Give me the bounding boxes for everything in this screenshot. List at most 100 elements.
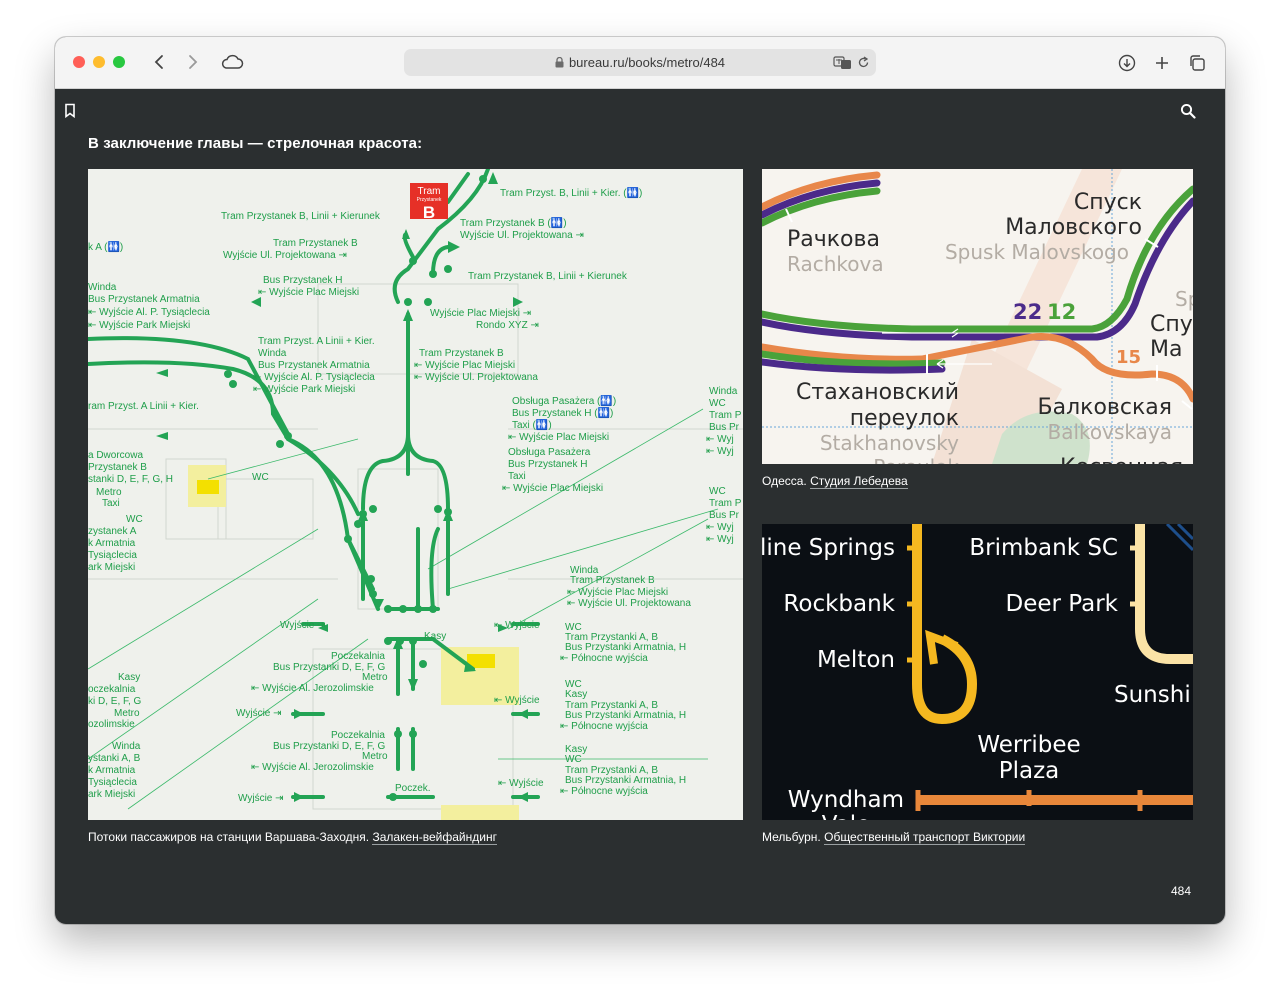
- odessa-caption: Одесса. Студия Лебедева: [762, 474, 908, 489]
- warsaw-label: WC: [709, 486, 726, 497]
- address-bar[interactable]: bureau.ru/books/metro/484: [404, 49, 876, 76]
- warsaw-label: k A (🚻): [88, 240, 123, 253]
- warsaw-label: ⇤ Wyjście Plac Miejski: [567, 587, 668, 598]
- warsaw-label: Winda: [88, 282, 117, 293]
- warsaw-label: Bus Przystanek H (🚻): [512, 406, 613, 419]
- warsaw-label: Poczekalnia: [331, 730, 385, 741]
- warsaw-label: Poczekalnia: [331, 651, 385, 662]
- warsaw-label: ⇤ Wyjście Al. Jerozolimskie: [251, 762, 374, 773]
- melbourne-station-werribee: Werribee: [977, 732, 1080, 758]
- melbourne-caption-text: Мельбурн.: [762, 830, 825, 844]
- warsaw-label: Bus Przystanek Armatnia: [258, 360, 370, 371]
- melbourne-station-melton: Melton: [817, 647, 895, 673]
- warsaw-label: ⇤ Wyjście Ul. Projektowana: [414, 372, 538, 383]
- melbourne-station-vale: Vale: [822, 812, 871, 820]
- odessa-station-spusk-2: Маловского: [1005, 215, 1142, 240]
- zoom-window-button[interactable]: [113, 56, 125, 68]
- warsaw-label: Tram Przystanek B, Linii + Kierunek: [468, 271, 628, 282]
- warsaw-caption: Потоки пассажиров на станции Варшава-Зах…: [88, 830, 497, 845]
- translate-icon: [832, 55, 851, 69]
- tabs-icon: [1190, 55, 1205, 71]
- warsaw-label: Winda: [112, 741, 141, 752]
- warsaw-label: Tram Przystanek B: [273, 238, 358, 249]
- warsaw-label: Bus Przystanki D, E, F, G: [273, 741, 385, 752]
- translate-button[interactable]: [832, 54, 852, 71]
- warsaw-label: ⇤ Wyj: [706, 446, 734, 457]
- warsaw-label: Taxi (🚻): [512, 418, 552, 431]
- tram-b-sign: Tram Przystanek B: [410, 183, 448, 222]
- cloud-icon: [221, 54, 244, 69]
- warsaw-label: Obsługa Pasażera: [508, 447, 591, 458]
- odessa-caption-text: Одесса.: [762, 474, 811, 488]
- lock-icon: [555, 56, 564, 68]
- warsaw-label: Metro: [362, 751, 388, 762]
- warsaw-label: a Dworcowa: [88, 450, 143, 461]
- warsaw-label: Wyjście ⇥: [238, 793, 284, 804]
- warsaw-label: Tram P: [709, 498, 742, 509]
- odessa-station-stakhanovsky: Стахановский: [796, 380, 959, 405]
- odessa-station-stakhanovsky-lat2: Pereulok: [873, 455, 959, 464]
- odessa-caption-link[interactable]: Студия Лебедева: [810, 474, 908, 489]
- warsaw-label: Bus Pr: [709, 422, 740, 433]
- melbourne-station-deer-park: Deer Park: [1006, 591, 1119, 617]
- address-text[interactable]: bureau.ru/books/metro/484: [404, 55, 876, 70]
- melbourne-caption-link[interactable]: Общественный транспорт Виктории: [824, 830, 1026, 845]
- warsaw-label: ⇤ Wyj: [706, 534, 734, 545]
- warsaw-label: Wyjście Ul. Projektowana ⇥: [223, 250, 347, 261]
- warsaw-label: ozolimskie: [88, 719, 135, 730]
- melbourne-map-figure: oline Springs Brimbank SC Rockbank Deer …: [762, 524, 1193, 820]
- warsaw-label: Obsługa Pasażera (🚻): [512, 394, 616, 407]
- warsaw-label: Bus Przystanki Armatnia, H: [565, 642, 686, 653]
- odessa-station-balkovskaya-lat: Balkovskaya: [1048, 420, 1172, 444]
- melbourne-network-map: oline Springs Brimbank SC Rockbank Deer …: [762, 524, 1193, 820]
- odessa-station-rachkova-lat: Rachkova: [787, 252, 884, 276]
- forward-button[interactable]: [183, 52, 203, 72]
- warsaw-label: ⇤ Północne wyjścia: [560, 721, 648, 732]
- chevron-right-icon: [189, 55, 198, 69]
- back-button[interactable]: [149, 52, 169, 72]
- reload-icon: [858, 56, 868, 68]
- warsaw-label: Winda: [709, 386, 738, 397]
- minimize-window-button[interactable]: [93, 56, 105, 68]
- new-tab-button[interactable]: [1151, 52, 1173, 74]
- odessa-station-rachkova: Рачкова: [787, 227, 880, 252]
- plus-icon: [1156, 57, 1168, 69]
- tab-overview-button[interactable]: [1186, 52, 1208, 74]
- warsaw-label: WC: [565, 754, 582, 765]
- odessa-station-balkovskaya: Балковская: [1038, 395, 1172, 420]
- warsaw-label: ⇤ Wyj: [706, 434, 734, 445]
- melbourne-station-sunshine: Sunshi: [1114, 682, 1191, 708]
- warsaw-caption-link[interactable]: Залакен-вейфайндинг: [372, 830, 497, 845]
- warsaw-label: Wyjście ⇥: [236, 708, 282, 719]
- downloads-button[interactable]: [1116, 52, 1138, 74]
- browser-toolbar: bureau.ru/books/metro/484: [55, 37, 1225, 89]
- warsaw-label: Przystanek B: [88, 462, 147, 473]
- reload-button[interactable]: [855, 54, 871, 71]
- warsaw-label: WC: [709, 398, 726, 409]
- search-button[interactable]: [1179, 102, 1197, 120]
- download-icon: [1118, 54, 1136, 72]
- warsaw-label: k Armatnia: [88, 765, 136, 776]
- warsaw-label: Kasy: [565, 689, 587, 700]
- odessa-station-spusk-lat: Spusk Malovskogo: [945, 240, 1129, 264]
- browser-window: bureau.ru/books/metro/484 В заключение г…: [55, 37, 1225, 924]
- warsaw-label: Winda: [570, 565, 599, 576]
- odessa-station-stakhanovsky-2: переулок: [850, 406, 959, 431]
- warsaw-label: Rondo XYZ ⇥: [476, 320, 539, 331]
- warsaw-label: ⇤ Północne wyjścia: [560, 653, 648, 664]
- warsaw-label: Tram Przystanki A, B: [565, 765, 658, 776]
- close-window-button[interactable]: [73, 56, 85, 68]
- tram-sign-line1: Tram: [418, 186, 441, 197]
- melbourne-station-caroline-springs: oline Springs: [762, 535, 895, 561]
- warsaw-label: Bus Przystanki Armatnia, H: [565, 710, 686, 721]
- icloud-tabs-button[interactable]: [219, 51, 245, 73]
- section-heading: В заключение главы — стрелочная красота:: [88, 135, 423, 152]
- bookmark-button[interactable]: [64, 102, 76, 118]
- warsaw-label: ⇤ Wyjście: [494, 695, 540, 706]
- odessa-station-stakhanovsky-lat: Stakhanovsky: [820, 431, 959, 455]
- melbourne-station-rockbank: Rockbank: [783, 591, 895, 617]
- warsaw-label: Tram P: [709, 410, 742, 421]
- tram-sign-line2: Przystanek: [417, 197, 442, 203]
- melbourne-station-plaza: Plaza: [999, 758, 1060, 784]
- chevron-left-icon: [154, 55, 163, 69]
